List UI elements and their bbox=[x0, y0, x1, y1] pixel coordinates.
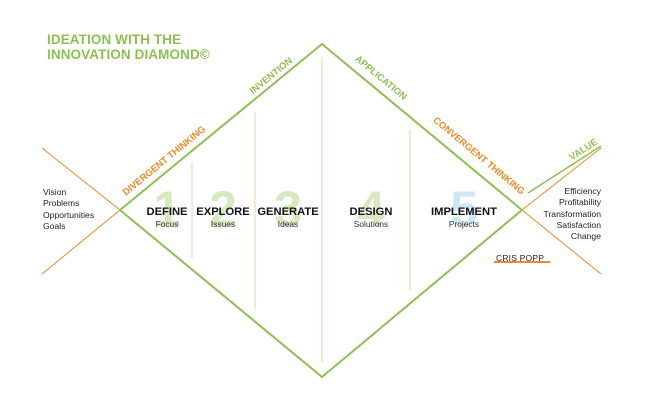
output-item: Profitability bbox=[558, 197, 601, 208]
input-item: Vision bbox=[43, 187, 67, 197]
stage-design: 4 DESIGN Solutions bbox=[326, 184, 416, 234]
inputs-list: Vision Problems Opportunities Goals bbox=[43, 187, 94, 232]
diamond-outline bbox=[118, 42, 524, 379]
output-funnel-top-line bbox=[521, 147, 602, 211]
stage-generate: 3 GENERATE Ideas bbox=[243, 184, 333, 234]
stage-sub: Projects bbox=[448, 219, 480, 229]
stage-define: 1 DEFINE Focus bbox=[122, 184, 212, 234]
stage-sub: Solutions bbox=[353, 219, 389, 229]
input-item: Problems bbox=[43, 198, 80, 209]
title-line-1: IDEATION WITH THE bbox=[47, 32, 182, 47]
output-funnel-bottom-line bbox=[521, 209, 602, 275]
diagram-title: IDEATION WITH THE INNOVATION DIAMOND© bbox=[47, 32, 210, 62]
stage-number: 2 bbox=[209, 181, 237, 237]
author-logo: CRIS POPP bbox=[496, 253, 545, 263]
stage-name: IMPLEMENT bbox=[431, 206, 497, 218]
stage-sub: Ideas bbox=[277, 219, 299, 229]
stage-name: DESIGN bbox=[349, 206, 393, 218]
output-item: Transformation bbox=[543, 208, 601, 219]
stage-number: 4 bbox=[357, 181, 385, 237]
stage-name: EXPLORE bbox=[196, 206, 250, 218]
input-item: Goals bbox=[43, 220, 66, 231]
input-funnel-bottom-line bbox=[41, 209, 121, 275]
value-line bbox=[527, 145, 602, 194]
stage-sub: Focus bbox=[155, 219, 179, 229]
input-funnel-top-line bbox=[41, 147, 121, 211]
stage-name: GENERATE bbox=[257, 206, 319, 218]
stage-number: 5 bbox=[450, 181, 478, 237]
title-line-2: INNOVATION DIAMOND© bbox=[47, 47, 210, 62]
application-label: APPLICATION bbox=[353, 54, 409, 103]
stage-number: 1 bbox=[153, 181, 181, 237]
outputs-list: Efficiency Profitability Transformation … bbox=[544, 186, 601, 242]
stage-explore: 2 EXPLORE Issues bbox=[178, 184, 268, 234]
stage-implement: 5 IMPLEMENT Projects bbox=[419, 184, 509, 234]
input-item: Opportunities bbox=[43, 209, 95, 220]
stage-number: 3 bbox=[274, 181, 302, 237]
invention-label: INVENTION bbox=[248, 55, 295, 96]
stage-name: DEFINE bbox=[146, 206, 188, 218]
output-item: Change bbox=[570, 231, 601, 242]
output-item: Satisfaction bbox=[556, 219, 601, 230]
stage-sub: Issues bbox=[210, 219, 236, 229]
output-item: Efficiency bbox=[564, 186, 601, 196]
